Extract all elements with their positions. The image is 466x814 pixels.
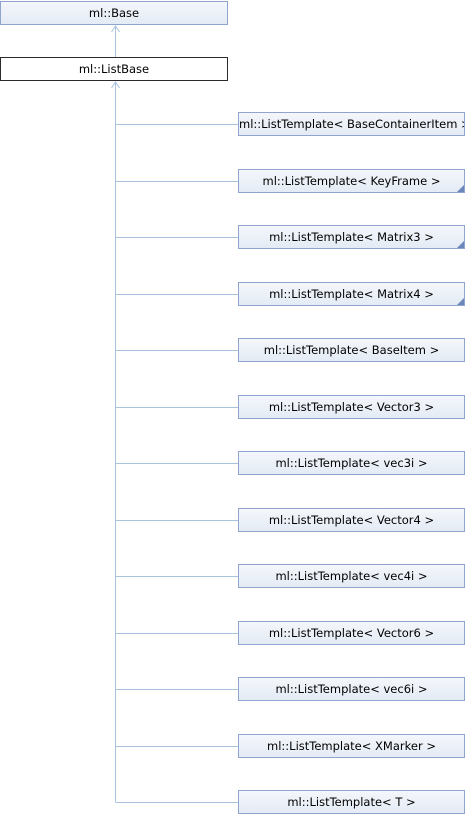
inheritance-arrowhead bbox=[111, 81, 120, 89]
derived-class-label: ml::ListTemplate< T > bbox=[287, 795, 416, 809]
derived-class-node[interactable]: ml::ListTemplate< BaseItem > bbox=[238, 338, 465, 362]
derived-class-node[interactable]: ml::ListTemplate< vec6i > bbox=[238, 677, 465, 701]
derived-class-node[interactable]: ml::ListTemplate< vec4i > bbox=[238, 564, 465, 588]
derived-class-node[interactable]: ml::ListTemplate< XMarker > bbox=[238, 734, 465, 758]
derived-class-node[interactable]: ml::ListTemplate< KeyFrame > bbox=[238, 169, 465, 193]
derived-class-label: ml::ListTemplate< Vector3 > bbox=[268, 400, 435, 414]
derived-class-label: ml::ListTemplate< KeyFrame > bbox=[262, 174, 441, 188]
derived-class-label: ml::ListTemplate< XMarker > bbox=[267, 739, 436, 753]
derived-class-node[interactable]: ml::ListTemplate< Matrix3 > bbox=[238, 225, 465, 249]
derived-class-label: ml::ListTemplate< BaseContainerItem > bbox=[239, 117, 465, 131]
more-subclasses-marker bbox=[457, 298, 464, 305]
derived-class-node[interactable]: ml::ListTemplate< vec3i > bbox=[238, 451, 465, 475]
base-class-label: ml::Base bbox=[88, 6, 140, 20]
derived-class-label: ml::ListTemplate< vec6i > bbox=[275, 682, 428, 696]
more-subclasses-marker bbox=[457, 185, 464, 192]
derived-class-node[interactable]: ml::ListTemplate< Matrix4 > bbox=[238, 282, 465, 306]
derived-class-label: ml::ListTemplate< vec4i > bbox=[275, 569, 428, 583]
inheritance-arrowhead bbox=[111, 25, 120, 33]
derived-class-node[interactable]: ml::ListTemplate< Vector3 > bbox=[238, 395, 465, 419]
derived-class-label: ml::ListTemplate< Vector6 > bbox=[268, 626, 435, 640]
derived-class-node[interactable]: ml::ListTemplate< Vector6 > bbox=[238, 621, 465, 645]
derived-class-label: ml::ListTemplate< vec3i > bbox=[275, 456, 428, 470]
base-class-node[interactable]: ml::Base bbox=[0, 1, 228, 25]
derived-class-label: ml::ListTemplate< Matrix4 > bbox=[269, 287, 434, 301]
current-class-node: ml::ListBase bbox=[0, 57, 228, 81]
more-subclasses-marker bbox=[457, 241, 464, 248]
derived-class-node[interactable]: ml::ListTemplate< BaseContainerItem > bbox=[238, 112, 465, 136]
derived-class-node[interactable]: ml::ListTemplate< Vector4 > bbox=[238, 508, 465, 532]
derived-class-label: ml::ListTemplate< Vector4 > bbox=[268, 513, 435, 527]
current-class-label: ml::ListBase bbox=[78, 62, 150, 76]
derived-class-label: ml::ListTemplate< Matrix3 > bbox=[269, 230, 434, 244]
derived-class-label: ml::ListTemplate< BaseItem > bbox=[263, 343, 440, 357]
derived-class-node[interactable]: ml::ListTemplate< T > bbox=[238, 790, 465, 814]
